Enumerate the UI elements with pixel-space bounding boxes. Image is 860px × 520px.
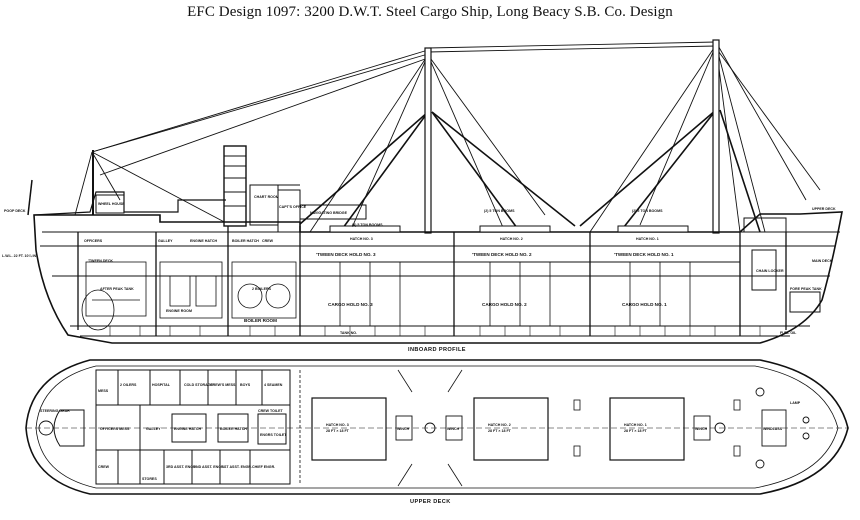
label-windlass: WINDLASS	[763, 427, 783, 431]
label-plan-hatch-2-dims: 28 FT × 18 FT	[488, 429, 512, 433]
label-first-asst: 1ST ASST. ENGR.	[222, 465, 252, 469]
plan-bitts	[299, 369, 741, 487]
label-officers: OFFICERS	[84, 239, 103, 243]
label-poop-deck: POOP DECK	[4, 209, 26, 213]
page-title: EFC Design 1097: 3200 D.W.T. Steel Cargo…	[187, 4, 673, 20]
label-steering: STEERING GEAR	[40, 409, 70, 413]
label-plan-boiler-hatch: BOILER HATCH	[220, 427, 247, 431]
label-engr-toilet: ENGRS TOILET	[260, 433, 287, 437]
label-tank: TANK NO.	[340, 331, 357, 335]
label-galley: GALLEY	[158, 239, 173, 243]
label-hatch-1: HATCH NO. 1	[636, 237, 659, 241]
hold-stanchions	[339, 262, 691, 326]
engine-machinery	[81, 261, 297, 331]
label-hatch-3: HATCH NO. 3	[350, 237, 373, 241]
label-plan-engine-hatch: ENGINE HATCH	[174, 427, 201, 431]
label-chain-locker: CHAIN LOCKER	[756, 269, 784, 273]
label-plan-hatch-3-dims: 28 FT × 18 FT	[326, 429, 350, 433]
label-cargo-2: CARGO HOLD NO. 2	[482, 302, 527, 307]
label-navigating-bridge: NAVIGATING BRIDGE	[310, 211, 348, 215]
forecastle	[743, 217, 821, 313]
label-plan-galley: GALLEY	[146, 427, 161, 431]
label-second-asst: 2ND ASST. ENGR.	[194, 465, 225, 469]
label-cold-storage: COLD STORAGE	[184, 383, 213, 387]
label-lwl: L.W.L. 22 FT. 10¼ IN.	[2, 254, 37, 258]
label-officers-mess: OFFICERS MESS	[100, 427, 130, 431]
label-after-peak: AFTER PEAK TANK	[100, 287, 134, 291]
label-stores: STORES	[142, 477, 157, 481]
label-winch-2: WINCH	[447, 427, 460, 431]
label-plan-hatch-2: HATCH NO. 2	[488, 423, 511, 427]
label-hatch-2: HATCH NO. 2	[500, 237, 523, 241]
label-wheel-house: WHEEL HOUSE	[98, 202, 125, 206]
label-booms-aft: (4) 5 TON BOOMS	[352, 223, 383, 227]
label-plan-crew: CREW	[98, 465, 110, 469]
label-winch-1: WINCH	[695, 427, 708, 431]
label-fuel-oil: FUEL OIL	[780, 331, 797, 335]
label-booms-fwd: (2) 5 TON BOOMS	[632, 209, 663, 213]
double-bottom-frames	[109, 326, 761, 336]
plan-hatches	[311, 397, 685, 461]
label-tween-3: 'TWEEN DECK HOLD NO. 3	[316, 252, 376, 257]
label-captains-office: CAPT'S OFFICE	[279, 205, 307, 209]
label-chief-engr: CHIEF ENGR.	[252, 465, 275, 469]
deck-inner-line	[35, 365, 839, 489]
bulkheads	[77, 226, 787, 336]
aft-deckhouse	[53, 369, 291, 485]
label-main-deck: MAIN DECK	[812, 259, 833, 263]
funnel	[223, 145, 247, 227]
label-crew-toilet: CREW TOILET	[258, 409, 283, 413]
label-winch-3: WINCH	[397, 427, 410, 431]
label-plan-hatch-3: HATCH NO. 3	[326, 423, 349, 427]
label-plan-hatch-1-dims: 28 FT × 18 FT	[624, 429, 648, 433]
label-upper-deck: UPPER DECK	[812, 207, 836, 211]
label-crews-mess: CREW'S MESS	[210, 383, 236, 387]
label-cargo-3: CARGO HOLD NO. 3	[328, 302, 373, 307]
label-lamp: LAMP	[790, 401, 801, 405]
label-third-asst: 3RD ASST. ENGR.	[166, 465, 197, 469]
deck-outline	[25, 359, 849, 495]
upper-deck-plan: STEERING GEAR MESS OFFICERS MESS GALLEY …	[25, 359, 849, 505]
caption-upper-deck: UPPER DECK	[410, 499, 451, 505]
label-boiler-room: BOILER ROOM	[244, 318, 277, 323]
masts	[27, 39, 720, 234]
caption-inboard-profile: INBOARD PROFILE	[408, 347, 466, 353]
label-crew: CREW	[262, 239, 274, 243]
label-hospital: HOSPITAL	[152, 383, 171, 387]
label-tween-deck-aft: 'TWEEN DECK	[88, 259, 113, 263]
label-plan-hatch-1: HATCH NO. 1	[624, 423, 647, 427]
label-two-boilers: 2 BOILERS	[252, 287, 272, 291]
hatch-coamings	[329, 225, 689, 233]
label-boiler-hatch: BOILER HATCH	[232, 239, 259, 243]
label-tween-2: 'TWEEN DECK HOLD NO. 2	[472, 252, 532, 257]
label-fore-peak: FORE PEAK TANK	[790, 287, 822, 291]
label-mess: MESS	[98, 389, 109, 393]
label-boys: BOYS	[240, 383, 251, 387]
decks	[40, 231, 840, 337]
plan-winches	[38, 387, 810, 469]
poop-superstructure	[33, 191, 226, 216]
label-tween-1: 'TWEEN DECK HOLD NO. 1	[614, 252, 674, 257]
rigging	[74, 41, 821, 233]
label-cargo-1: CARGO HOLD NO. 1	[622, 302, 667, 307]
inboard-profile: POOP DECK L.W.L. 22 FT. 10¼ IN. CHART RO…	[2, 39, 843, 353]
label-four-seamen: 4 SEAMEN	[264, 383, 283, 387]
label-engine-room: ENGINE ROOM	[166, 309, 192, 313]
label-two-oilers: 2 OILERS	[120, 383, 137, 387]
label-booms-mid: (2) 5 TON BOOMS	[484, 209, 515, 213]
label-engine-hatch: ENGINE HATCH	[190, 239, 217, 243]
label-chart-room: CHART ROOM	[254, 195, 279, 199]
